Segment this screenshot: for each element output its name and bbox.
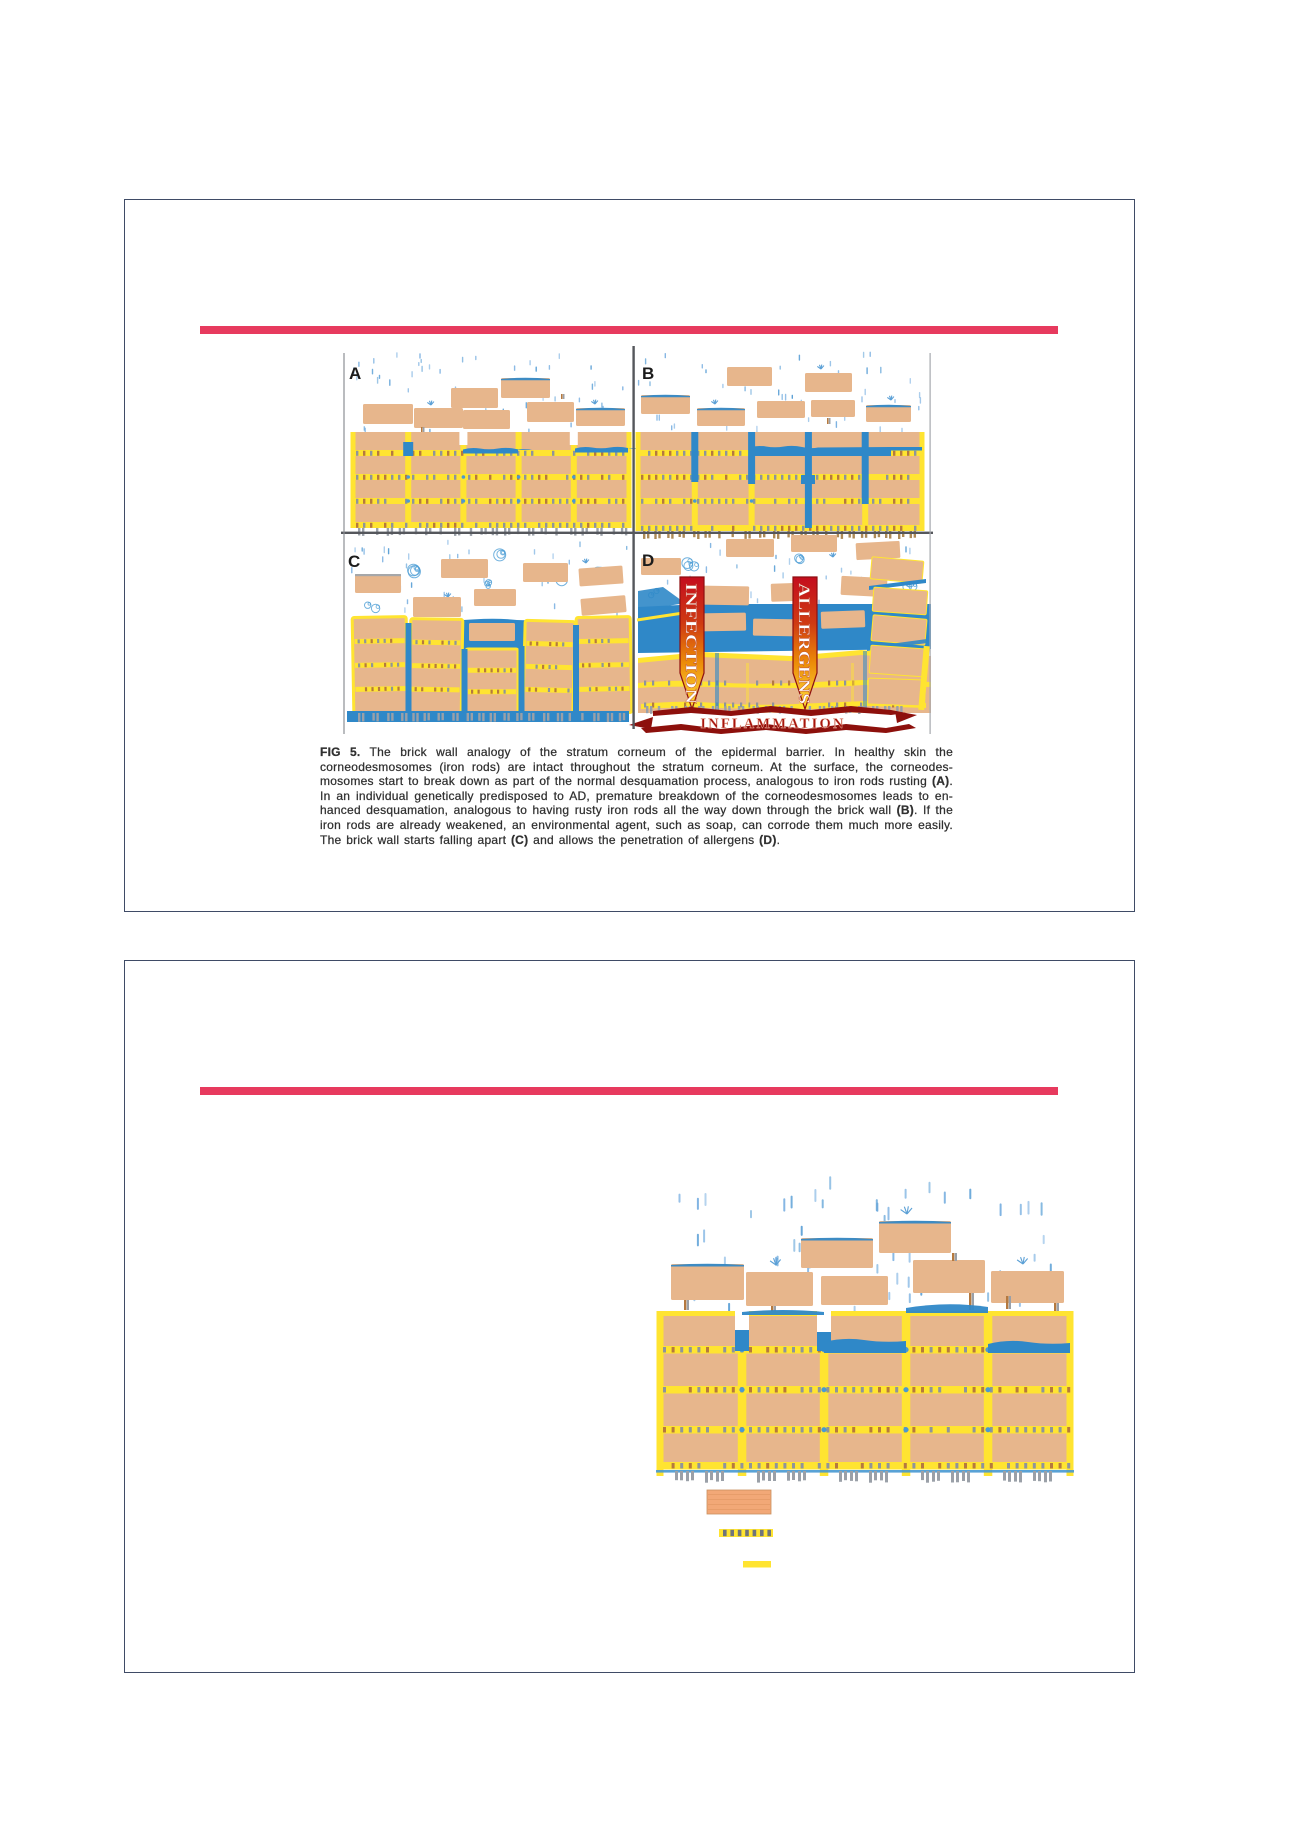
svg-text:A: A bbox=[349, 364, 361, 383]
svg-text:INFLAMMATION: INFLAMMATION bbox=[700, 716, 845, 732]
svg-text:D: D bbox=[642, 551, 654, 570]
svg-text:C: C bbox=[348, 552, 360, 571]
svg-text:B: B bbox=[642, 364, 654, 383]
svg-text:ALLERGENS: ALLERGENS bbox=[795, 583, 812, 704]
svg-text:INFECTION: INFECTION bbox=[682, 583, 699, 705]
